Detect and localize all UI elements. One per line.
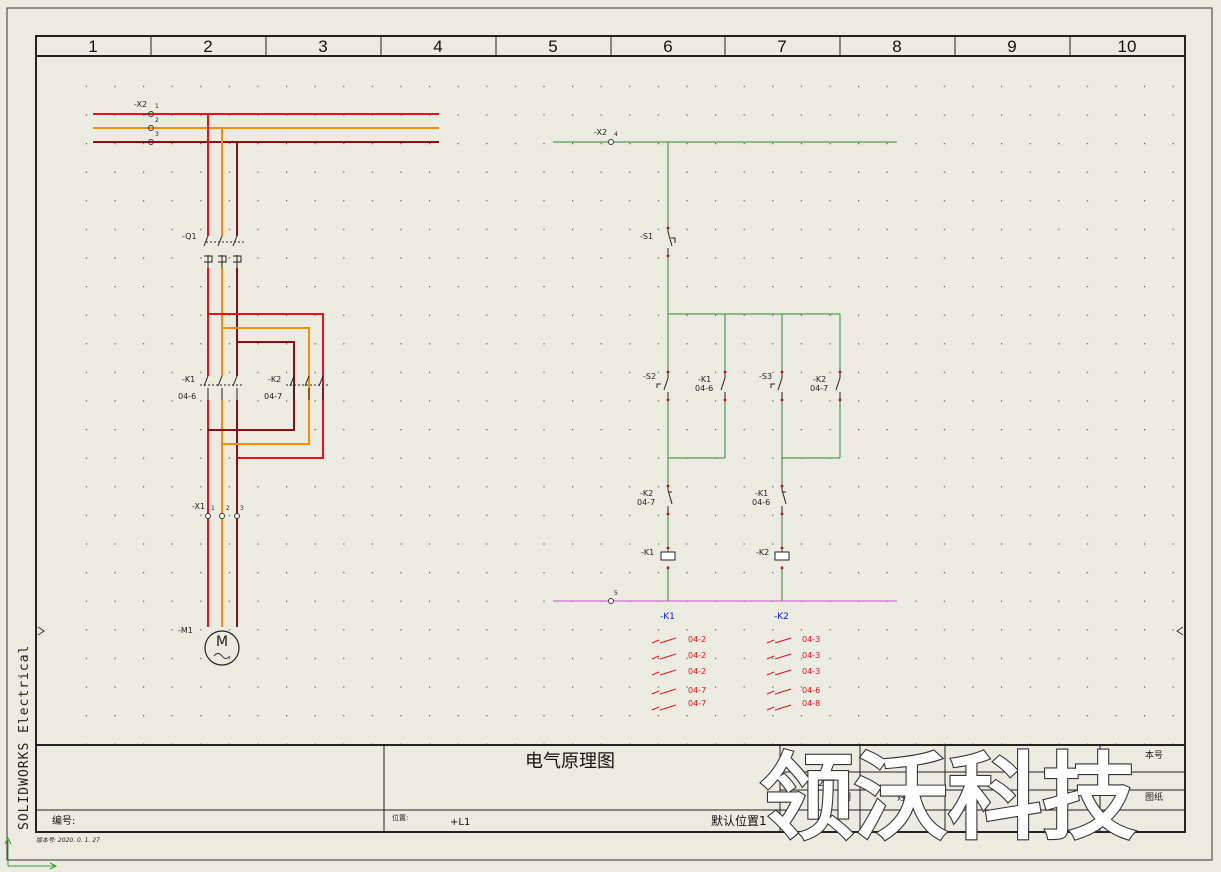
coil-k1: [660, 551, 676, 561]
xref2-entry: 04-3: [802, 667, 820, 676]
column-header: 1 2 3 4 5 6 7 8 9 10: [36, 36, 1185, 57]
bus-pin-3: 3: [155, 131, 159, 138]
start2-button-tag: -S3: [759, 372, 772, 381]
interlock-k1: [781, 486, 787, 514]
control-top-pin: 4: [614, 131, 618, 138]
bus-pin-2: 2: [155, 117, 159, 124]
interlock1-ref: 04-7: [637, 498, 655, 507]
xref1-entry: 04-2: [688, 651, 706, 660]
interlock1-tag: -K2: [640, 489, 653, 498]
xref2-entry: 04-3: [802, 651, 820, 660]
start-button-s3: [770, 372, 783, 400]
left-row-marker: [37, 626, 45, 636]
column-number: 10: [1118, 37, 1137, 56]
breaker-q1: [203, 235, 244, 268]
position-value: +L1: [450, 817, 470, 828]
column-number: 8: [892, 37, 901, 56]
interlock2-tag: -K1: [755, 489, 768, 498]
titleblock-cell-name: 姓名: [897, 791, 915, 803]
titleblock-cell-sheet: 本号: [1145, 749, 1163, 761]
hold1-ref: 04-6: [695, 384, 713, 393]
number-label: 编号:: [52, 814, 75, 827]
hold2-ref: 04-7: [810, 384, 828, 393]
outer-frame: [6, 7, 1213, 861]
xref2-title: -K2: [774, 612, 789, 622]
coil2-tag: -K2: [756, 548, 769, 557]
drawing-title: 电气原理图: [525, 751, 615, 772]
motor-tag: -M1: [178, 626, 193, 635]
column-number: 5: [548, 37, 557, 56]
control-bottom-pin: 5: [614, 590, 618, 597]
control-circuit: -X2 4 5: [553, 128, 897, 711]
xref2-entry: 04-6: [802, 686, 820, 695]
start1-button-tag: -S2: [643, 372, 656, 381]
xref1-entry: 04-2: [688, 667, 706, 676]
terminal-x1-pin: 3: [240, 505, 244, 512]
bus-terminal-tag: -X2: [134, 100, 147, 109]
column-number: 1: [88, 37, 97, 56]
bus-pin-1: 1: [155, 103, 159, 110]
hold1-tag: -K1: [698, 375, 711, 384]
software-label: SOLIDWORKS Electrical: [17, 645, 32, 830]
hold2-tag: -K2: [813, 375, 826, 384]
version-note: 版本号: 2020. 0. 1. 27: [36, 836, 100, 844]
xref2-entry: 04-8: [802, 699, 820, 708]
titleblock-cell-figure: 图纸: [1145, 791, 1163, 803]
titleblock-cell-desc: 明: [842, 792, 851, 803]
contactor-k1-main: [200, 375, 244, 400]
column-number: 6: [663, 37, 672, 56]
dot-grid: [64, 64, 1184, 744]
titleblock-cell-edition: 版: [1020, 791, 1029, 803]
terminal-x1-pin: 2: [226, 505, 230, 512]
breaker-tag: -Q1: [182, 232, 197, 241]
column-number: 7: [777, 37, 786, 56]
column-number: 4: [433, 37, 442, 56]
xref1-title: -K1: [660, 612, 675, 622]
company-watermark: 领沃科技: [760, 743, 1136, 853]
position-label: 位置:: [392, 813, 408, 822]
xref1-entry: 04-7: [688, 686, 706, 695]
xref2-entry: 04-3: [802, 635, 820, 644]
start-button-s2: [656, 372, 669, 400]
power-circuit: -X2 1 2 3 -Q1: [93, 100, 439, 666]
coil1-tag: -K1: [641, 548, 654, 557]
k2-main-ref: 04-7: [264, 392, 282, 401]
coil-k2: [774, 551, 790, 561]
xref1-entry: 04-2: [688, 635, 706, 644]
interlock2-ref: 04-6: [752, 498, 770, 507]
titleblock-cell-date: 20: [818, 779, 830, 789]
stop-button-tag: -S1: [640, 232, 653, 241]
xref1-entry: 04-7: [688, 699, 706, 708]
k2-main-tag: -K2: [268, 375, 281, 384]
k1-main-ref: 04-6: [178, 392, 196, 401]
coordinate-axis-icon: [4, 836, 58, 870]
k1-main-tag: -K1: [182, 375, 195, 384]
column-number: 3: [318, 37, 327, 56]
terminal-x1-tag: -X1: [192, 502, 205, 511]
motor-symbol: M: [216, 634, 228, 650]
location-value: 默认位置1: [711, 813, 767, 828]
title-block: 电气原理图 编号: 位置: +L1 默认位置1 20 明 姓名 本号 版 图纸: [36, 744, 1185, 832]
interlock-k2: [667, 486, 673, 514]
column-number: 9: [1007, 37, 1016, 56]
right-row-marker: [1176, 626, 1184, 636]
motor-ac-wave: [213, 653, 231, 659]
control-top-terminal: -X2: [594, 128, 607, 137]
column-number: 2: [203, 37, 212, 56]
contactor-k2-main: [286, 375, 330, 400]
terminal-x1-pin: 1: [211, 505, 215, 512]
stop-button-s1: [667, 228, 676, 256]
motor-m1: [204, 630, 240, 666]
